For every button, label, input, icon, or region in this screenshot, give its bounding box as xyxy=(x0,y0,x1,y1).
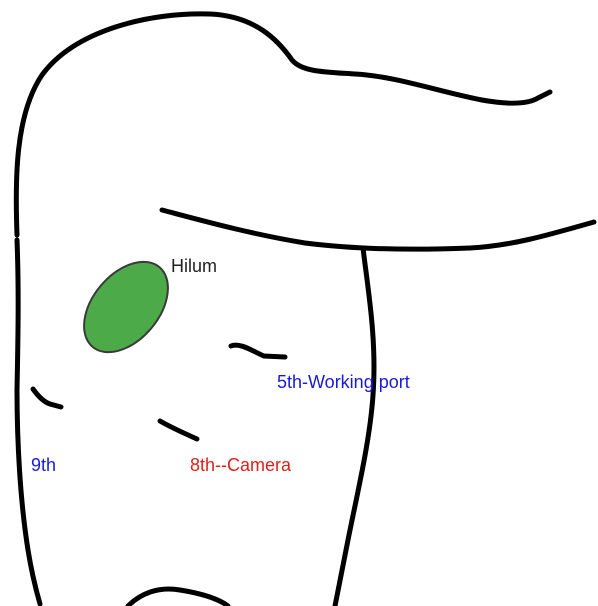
arm-lower-edge xyxy=(162,210,594,249)
working-port-label: 5th-Working port xyxy=(277,372,410,392)
incision-camera xyxy=(160,421,197,439)
incision-ninth xyxy=(33,389,61,407)
hilum-label: Hilum xyxy=(171,256,217,276)
ninth-label: 9th xyxy=(31,455,56,475)
scapular-line xyxy=(335,248,374,606)
bottom-contour xyxy=(128,589,228,606)
body-outline-left-flank xyxy=(17,240,40,604)
camera-label: 8th--Camera xyxy=(190,455,291,475)
hilum-ellipse xyxy=(67,246,184,368)
incision-working-port xyxy=(231,345,285,357)
body-outline-upper xyxy=(16,14,550,235)
